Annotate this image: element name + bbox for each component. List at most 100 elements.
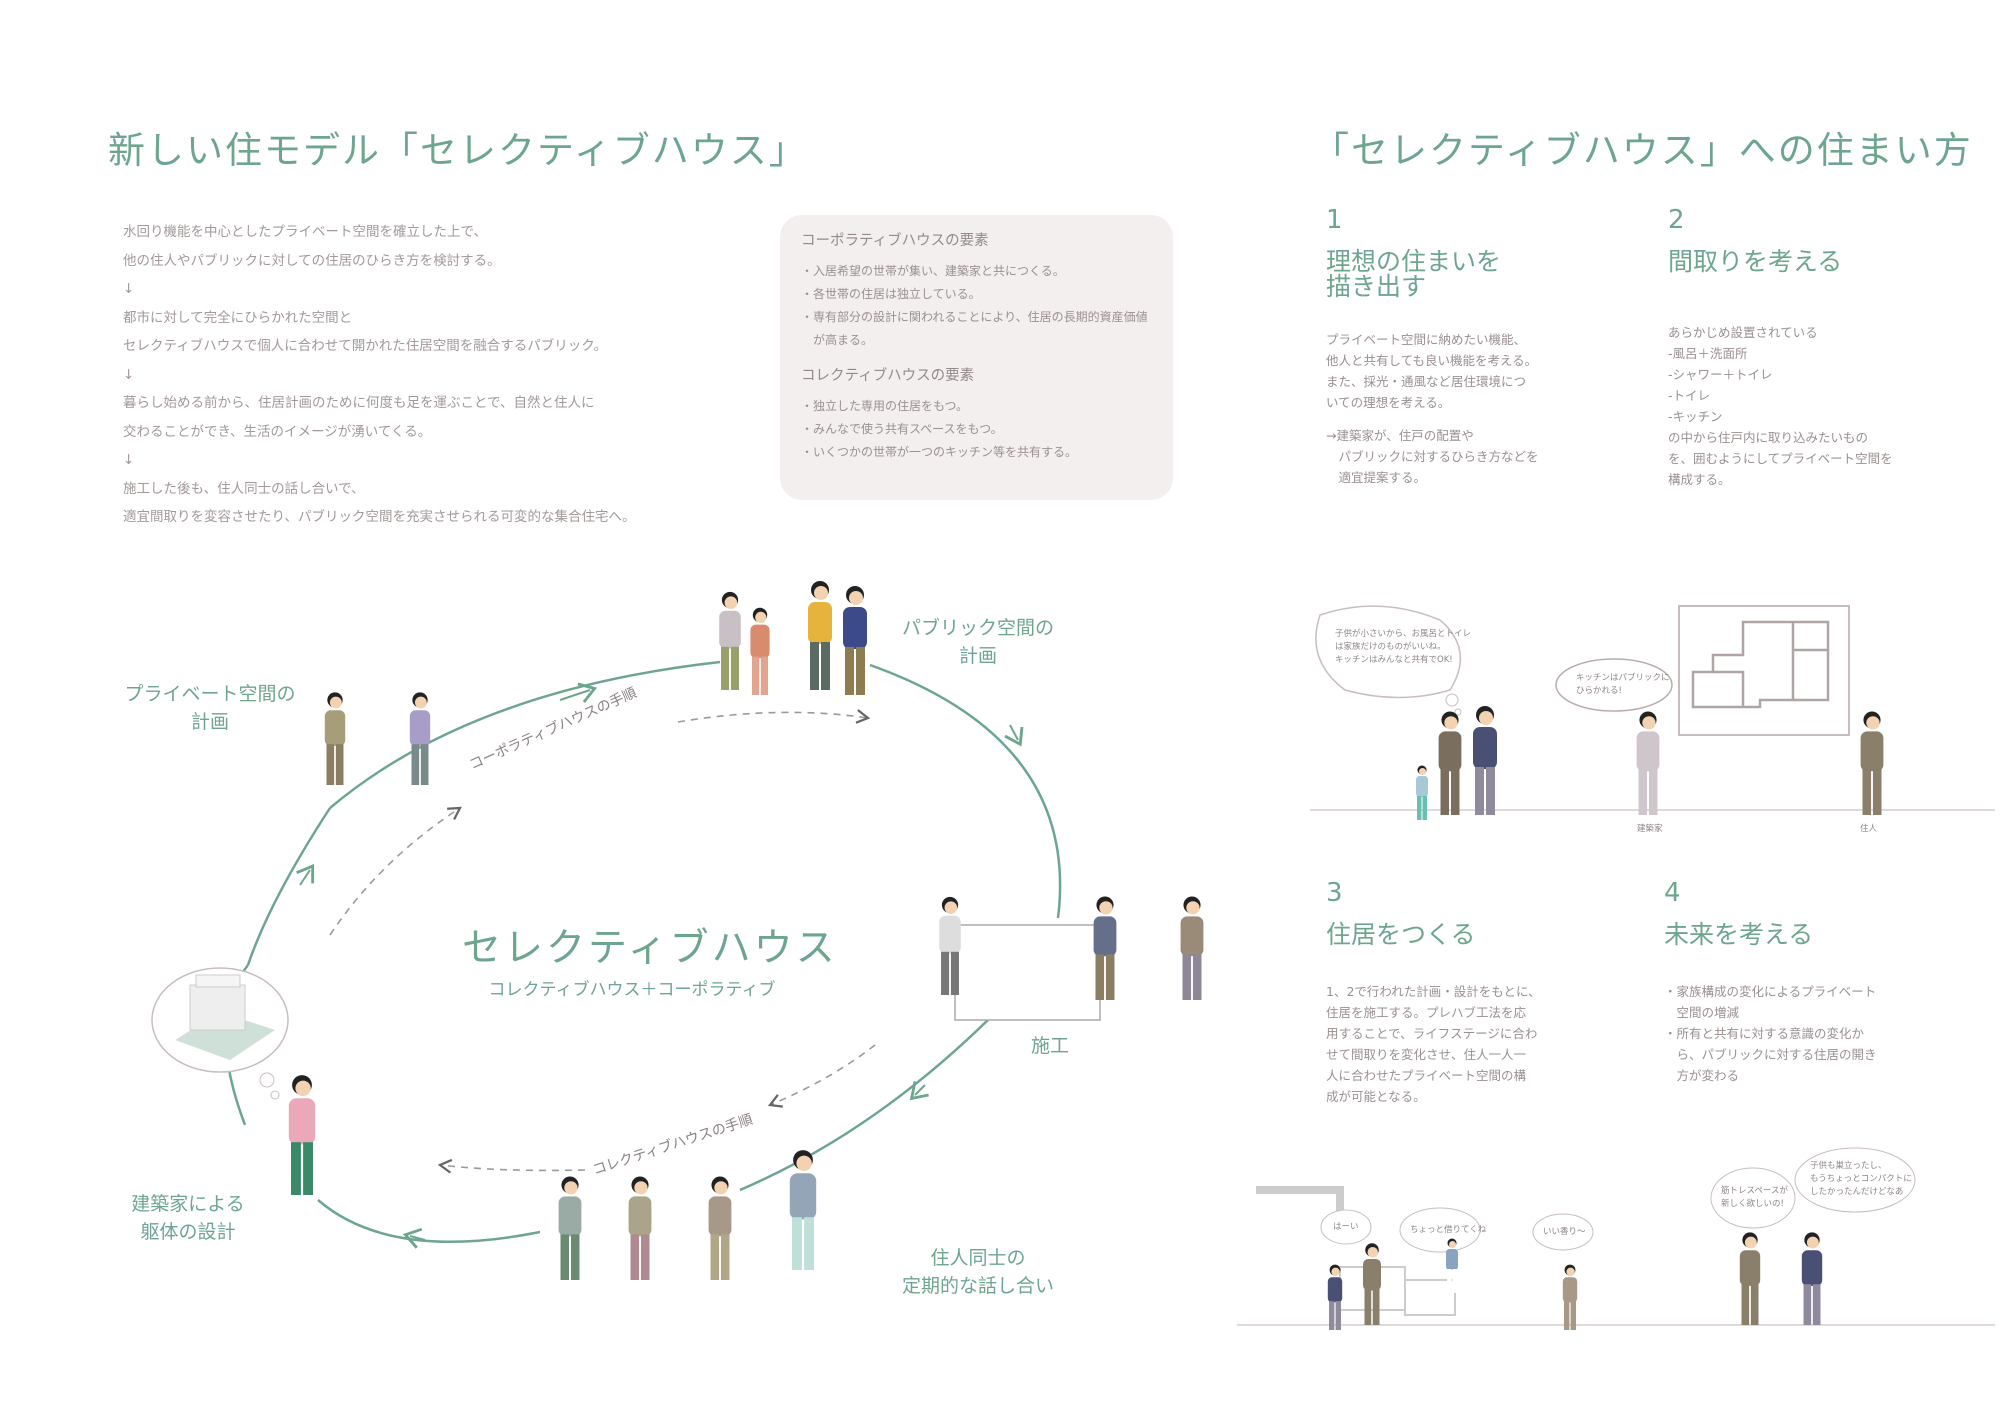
family-bubble-text: 子供が小さいから、お風呂とトイレ は家族だけのものがいいね。 キッチンはみんなと… — [1335, 628, 1471, 667]
step-1: 1 理想の住まいを 描き出す プライベート空間に納めたい機能、 他人と共有しても… — [1326, 205, 1539, 488]
person-icon — [1562, 1264, 1578, 1330]
step-heading: 間取りを考える — [1668, 247, 1843, 276]
step-body-line: -キッチン — [1668, 409, 1723, 424]
step-body-line: パブリックに対するひらき方などを — [1326, 449, 1539, 464]
step-body-line: 住居を施工する。プレハブ工法を応 — [1326, 1005, 1527, 1020]
person-icon — [409, 692, 431, 785]
floor-plan-icon — [1691, 620, 1830, 709]
diagram-center-subtitle: コレクティブハウス＋コーポラティブ — [488, 980, 776, 1000]
step-number: 2 — [1668, 205, 1685, 235]
architect-label: 建築家 — [1637, 824, 1663, 834]
arrow-icon — [296, 863, 315, 886]
arrow-icon — [559, 682, 598, 704]
step-body-line: →建築家が、住戸の配置や — [1326, 428, 1474, 443]
bubble-borrow-text: ちょっと借りてくね — [1410, 1225, 1487, 1235]
step-body-line: 成が可能となる。 — [1326, 1089, 1426, 1104]
person-icon — [324, 692, 346, 785]
left-page-title: 新しい住モデル「セレクティブハウス」 — [108, 129, 808, 172]
person-icon — [1093, 896, 1117, 1000]
family-thought-bubble — [1315, 605, 1462, 699]
stage-architect-design: 建築家による 躯体の設計 — [108, 1190, 268, 1246]
person-icon — [708, 1176, 732, 1280]
person-icon — [1636, 711, 1660, 815]
collective-item: ・いくつかの世帯が一つのキッチン等を共有する。 — [801, 445, 1078, 459]
collective-item: ・独立した専用の住居をもつ。 — [801, 399, 969, 413]
person-icon — [1363, 1243, 1381, 1325]
cycle-arc-design-to-private — [246, 807, 332, 966]
stage-label: 計画 — [958, 645, 997, 667]
step-body-line: ・所有と共有に対する意識の変化か — [1664, 1026, 1865, 1041]
cycle-arc-construction-to-meeting — [739, 1004, 1004, 1192]
bubble-compact — [1794, 1147, 1916, 1213]
step-heading-line: 描き出す — [1326, 272, 1427, 301]
stage-label: 住人同士の — [930, 1247, 1026, 1269]
step-heading: 住居をつくる — [1326, 920, 1476, 949]
step-number: 1 — [1326, 205, 1343, 235]
bubble-gym — [1710, 1167, 1796, 1229]
stage-label: 建築家による — [131, 1193, 245, 1215]
bubble-line: 子供が小さいから、お風呂とトイレ — [1335, 629, 1472, 639]
person-icon — [558, 1176, 582, 1280]
bubble-line: 新しく欲しいの! — [1721, 1199, 1784, 1209]
collective-flow-arrow-right — [767, 1044, 876, 1108]
step-body-line: あらかじめ設置されている — [1668, 325, 1818, 340]
step-body-line: せて間取りを変化させ、住人一人一 — [1326, 1047, 1527, 1062]
step-body-line: -風呂＋洗面所 — [1668, 346, 1748, 361]
step-number: 4 — [1664, 878, 1681, 908]
stage-label: 施工 — [1030, 1035, 1069, 1057]
arrow-icon — [1004, 724, 1024, 747]
intro-paragraph: 水回り機能を中心としたプライベート空間を確立した上で、 他の住人やパブリックに対… — [123, 218, 635, 532]
stage-label: パブリック空間の — [901, 617, 1054, 639]
cooperative-item: ・専有部分の設計に関われることにより、住居の長期的資産価値 — [801, 310, 1148, 324]
bubble-smell — [1532, 1213, 1594, 1251]
intro-line: 水回り機能を中心としたプライベート空間を確立した上で、 — [123, 224, 487, 240]
step-body-line: -トイレ — [1668, 388, 1711, 403]
bubble-line: は家族だけのものがいいね。 — [1335, 642, 1446, 652]
cycle-arc-meeting-to-design — [317, 1199, 541, 1244]
step-3: 3 住居をつくる 1、2で行われた計画・設計をもとに、 住居を施工する。プレハブ… — [1326, 878, 1541, 1107]
people-figures — [288, 581, 1884, 1330]
cycle-arc-public-to-construction — [869, 663, 1062, 919]
intro-line: 適宜間取りを変容させたり、パブリック空間を充実させられる可変的な集合住宅へ。 — [123, 509, 636, 525]
step-number: 3 — [1326, 878, 1343, 908]
resident-label: 住人 — [1860, 824, 1878, 834]
architect-speech-bubble — [1555, 658, 1673, 712]
step-body-line: また、採光・通風など居住環境につ — [1326, 374, 1527, 389]
step-body: あらかじめ設置されている -風呂＋洗面所 -シャワー＋トイレ -トイレ -キッチ… — [1668, 322, 1893, 490]
person-icon — [1416, 765, 1428, 820]
arrow-icon — [402, 1227, 426, 1249]
collective-flow-arrow-left — [437, 1158, 586, 1174]
person-icon — [789, 1150, 817, 1270]
cycle-arc-private-to-public — [329, 660, 721, 809]
stage-public-planning: パブリック空間の 計画 — [888, 614, 1068, 670]
cooperative-flow-arrow-right — [677, 709, 871, 724]
down-arrow-icon: ↓ — [123, 281, 135, 297]
bubble-hai-text: はーい — [1333, 1222, 1359, 1232]
step-body: 1、2で行われた計画・設計をもとに、 住居を施工する。プレハブ工法を応 用するこ… — [1326, 981, 1541, 1107]
person-icon — [628, 1176, 652, 1280]
step-body-line: 方が変わる — [1664, 1068, 1740, 1083]
person-icon — [1327, 1264, 1343, 1330]
bubble-line: 筋トレスペースが — [1721, 1186, 1788, 1196]
person-icon — [1739, 1232, 1761, 1325]
step-body-line: -シャワー＋トイレ — [1668, 367, 1773, 382]
step-body-line: ら、パブリックに対する住居の開き — [1664, 1047, 1877, 1062]
person-icon — [1438, 711, 1462, 815]
person-icon — [719, 591, 741, 690]
intro-line: セレクティブハウスで個人に合わせて開かれた住居空間を融合するパブリック。 — [123, 338, 608, 354]
step-heading: 理想の住まいを 描き出す — [1326, 249, 1539, 299]
floor-plan-board — [1678, 605, 1850, 736]
stage-resident-meeting: 住人同士の 定期的な話し合い — [878, 1244, 1078, 1300]
person-icon — [808, 581, 832, 690]
down-arrow-icon: ↓ — [123, 366, 135, 383]
bubble-compact-text: 子供も巣立ったし、 もうちょっとコンパクトに したかったんだけどなあ — [1810, 1160, 1912, 1199]
architect-bubble-text: キッチンはパブリックに ひらかれる! — [1576, 672, 1670, 698]
person-icon — [939, 896, 961, 995]
stage-label: 計画 — [190, 711, 229, 733]
person-icon — [1446, 1238, 1458, 1293]
building-icon — [189, 984, 246, 1031]
right-page-title: 「セレクティブハウス」への住まい方 — [1312, 129, 1973, 172]
person-icon — [288, 1075, 316, 1195]
person-icon — [1180, 896, 1204, 1000]
cooperative-elements-title: コーポラティブハウスの要素 — [801, 233, 989, 249]
